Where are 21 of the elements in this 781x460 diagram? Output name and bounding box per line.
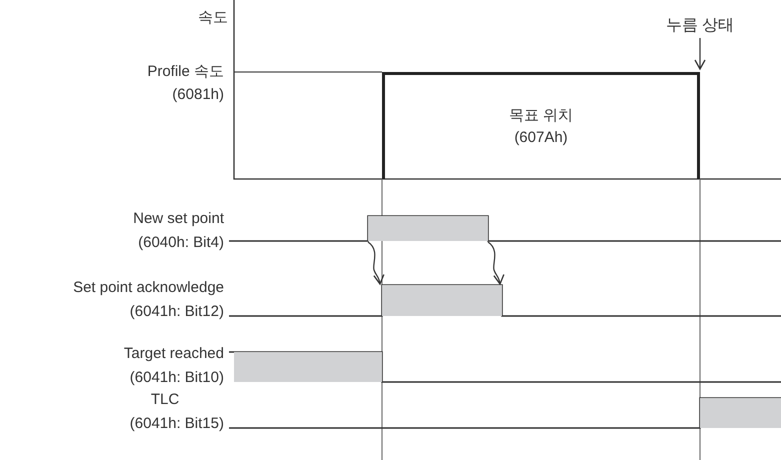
signal-label: Profile 속도 <box>147 63 224 81</box>
annotation-text: 누름 상태 <box>655 14 745 36</box>
transition-arrow <box>368 242 384 285</box>
axis-label: 속도 <box>198 9 228 27</box>
signal-bar <box>234 352 382 382</box>
signal-label: (6041h: Bit15) <box>130 415 224 433</box>
transition-arrow <box>488 242 504 285</box>
signal-label: (6040h: Bit4) <box>138 234 224 252</box>
signal-label: Target reached <box>124 345 224 363</box>
profile-label: 목표 위치 (607Ah) <box>508 106 574 148</box>
signal-label: (6081h) <box>172 86 224 104</box>
signal-label: TLC <box>150 391 180 409</box>
signal-bar <box>382 285 502 316</box>
signal-label: Set point acknowledge <box>73 279 224 297</box>
signal-bar <box>700 398 781 428</box>
signal-label: (6041h: Bit10) <box>130 369 224 387</box>
signal-bar <box>368 216 488 241</box>
signal-label: (6041h: Bit12) <box>130 303 224 321</box>
pointer-arrow <box>694 38 706 70</box>
velocity-profile <box>382 72 700 179</box>
signal-label: New set point <box>133 210 224 228</box>
